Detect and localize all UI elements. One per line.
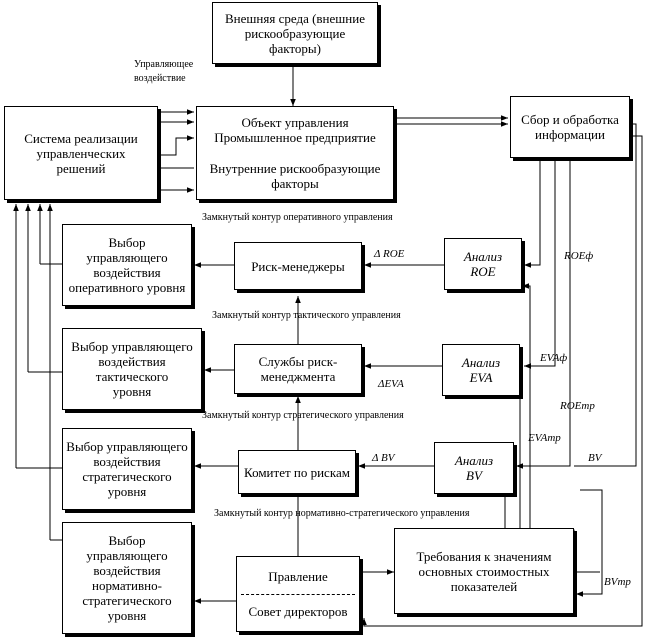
delta-bv-label: Δ BV bbox=[372, 452, 395, 464]
arrow-system-to-object-2 bbox=[160, 135, 194, 156]
loop-tactical-label: Замкнутый контур тактического управления bbox=[212, 310, 401, 321]
external-environment-box: Внешняя среда (внешние рискообразующие ф… bbox=[212, 2, 378, 64]
choice-normative-box: Выбор управляющего воздействия нормативн… bbox=[62, 522, 192, 634]
bus-right-bv bbox=[574, 123, 637, 467]
board-top-text: Правление bbox=[268, 569, 328, 584]
arrow-collect-to-roe bbox=[524, 158, 541, 268]
bv-target-label: BVтр bbox=[604, 576, 631, 588]
delta-roe-label: Δ ROE bbox=[374, 248, 405, 260]
arrow-collect-to-eva bbox=[524, 158, 556, 369]
control-object-title: Объект управления Промышленное предприят… bbox=[214, 115, 376, 145]
control-action-label: Управляющее воздействие bbox=[134, 59, 194, 84]
risk-managers-box: Риск-менеджеры bbox=[234, 242, 362, 290]
choice-tactical-box: Выбор управляющего воздействия тактическ… bbox=[62, 328, 202, 410]
delta-eva-label: ΔEVA bbox=[378, 378, 404, 390]
roe-actual-label: ROEф bbox=[564, 250, 594, 262]
choice-operational-box: Выбор управляющего воздействия оперативн… bbox=[62, 224, 192, 306]
board-box: Правление Совет директоров bbox=[236, 556, 360, 632]
info-collection-box: Сбор и обработка информации bbox=[510, 96, 630, 158]
requirements-box: Требования к значениям основных стоимост… bbox=[394, 528, 574, 614]
bv-actual-label: BV bbox=[588, 452, 602, 464]
arrow-collect-to-bv bbox=[516, 158, 571, 469]
loop-normative-label: Замкнутый контур нормативно-стратегическ… bbox=[214, 508, 470, 519]
loop-operational-label: Замкнутый контур оперативного управления bbox=[202, 212, 393, 223]
analysis-bv-box: Анализ BV bbox=[434, 442, 514, 494]
internal-factors-text: Внутренние рискообразующие факторы bbox=[209, 161, 381, 191]
board-bottom-text: Совет директоров bbox=[248, 604, 348, 619]
analysis-eva-box: Анализ EVA bbox=[442, 344, 520, 396]
eva-target-label: EVAтр bbox=[528, 432, 561, 444]
risk-committee-box: Комитет по рискам bbox=[238, 450, 356, 494]
board-divider bbox=[241, 593, 355, 595]
roe-target-label: ROEтр bbox=[560, 400, 595, 412]
bus-right-bottom bbox=[361, 135, 643, 627]
analysis-roe-box: Анализ ROE bbox=[444, 238, 522, 290]
loop-internal bbox=[153, 167, 194, 193]
choice-strategic-box: Выбор управляющего воздействия стратегич… bbox=[62, 428, 192, 510]
loop-strategic-label: Замкнутый контур стратегического управле… bbox=[202, 410, 404, 421]
decision-system-box: Система реализации управленческих решени… bbox=[4, 106, 158, 200]
bus-right-req bbox=[576, 489, 603, 597]
risk-services-box: Службы риск- менеджмента bbox=[234, 344, 362, 394]
eva-actual-label: EVAф bbox=[540, 352, 568, 364]
control-object-box: Объект управления Промышленное предприят… bbox=[196, 106, 394, 200]
